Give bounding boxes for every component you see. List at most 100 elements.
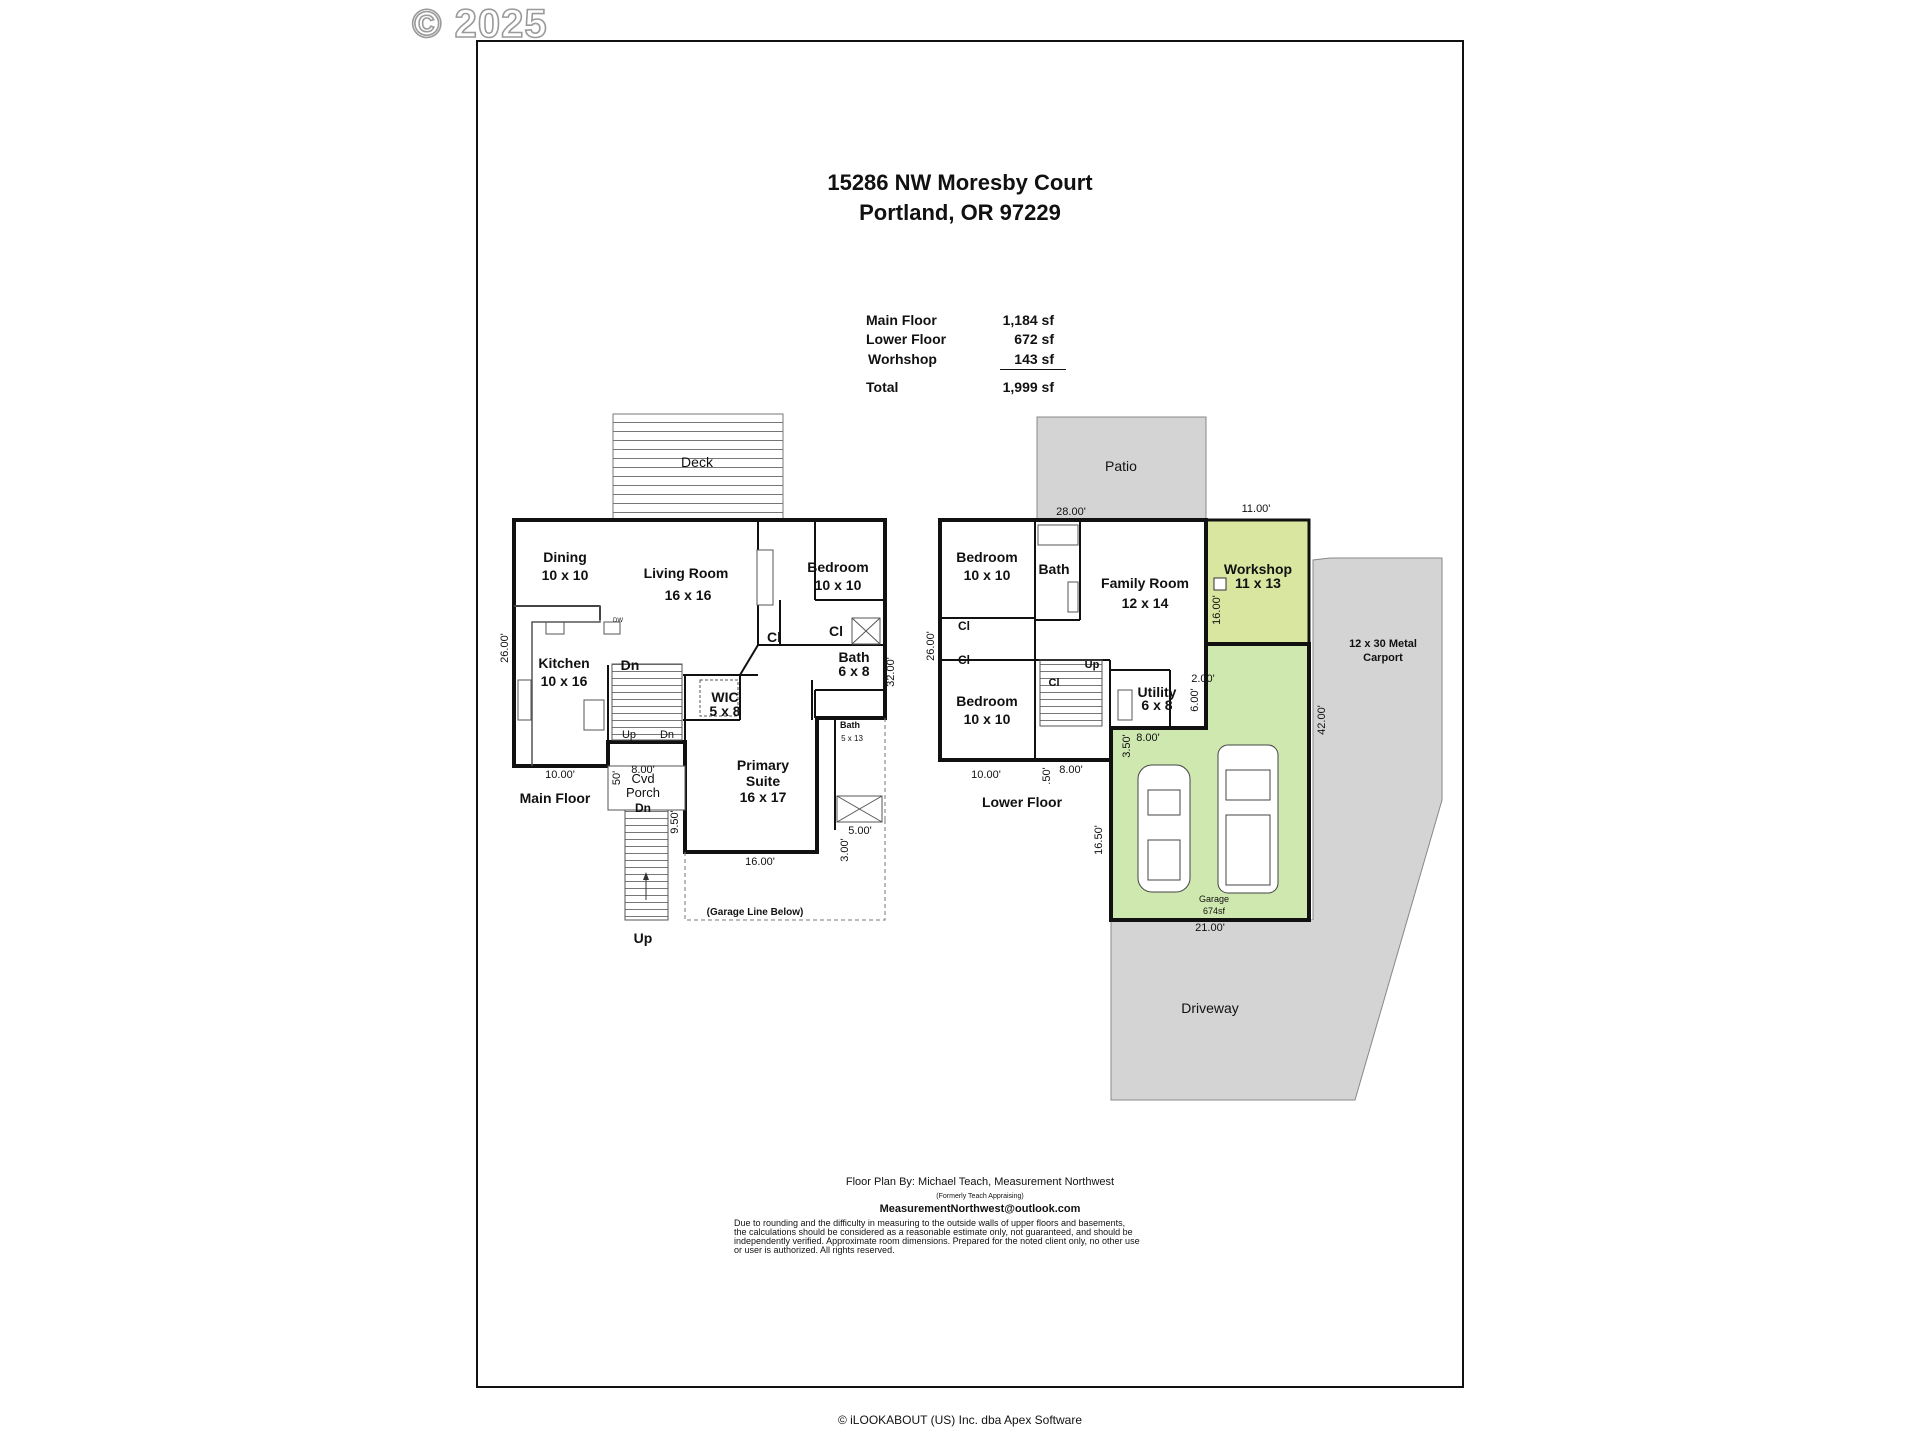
kitchen-size: 10 x 16 (541, 673, 588, 689)
family-room-size: 12 x 14 (1122, 595, 1169, 611)
dim-main-9-5: 9.50' (669, 810, 681, 834)
dim-main-16: 16.00' (745, 856, 775, 868)
carport-label: 12 x 30 Metal (1349, 638, 1417, 650)
address-line-1: 15286 NW Moresby Court (827, 170, 1093, 195)
dim-main-50: 50' (611, 771, 623, 785)
footer-copyright: © iLOOKABOUT (US) Inc. dba Apex Software (837, 1413, 1083, 1427)
dim-lower-16: 16.00' (1211, 595, 1223, 625)
dim-lower-10: 10.00' (971, 769, 1001, 781)
dim-lower-8: 8.00' (1059, 764, 1083, 776)
primary-suite-size: 16 x 17 (740, 789, 787, 805)
main-floor-title: Main Floor (520, 790, 591, 806)
porch-down-label: Dn (635, 801, 651, 815)
bath2-size: 5 x 13 (841, 734, 863, 743)
area-label-lower: Lower Floor (866, 331, 947, 347)
garage-line-label: (Garage Line Below) (707, 907, 804, 918)
area-value-total: 1,999 sf (1002, 379, 1054, 395)
bedroom-size: 10 x 10 (815, 577, 862, 593)
stair-up-label: Up (622, 729, 636, 741)
carport-label-2: Carport (1363, 652, 1403, 664)
deck-label: Deck (681, 454, 714, 470)
dim-main-3: 3.00' (839, 838, 851, 862)
credit-email: MeasurementNorthwest@outlook.com (879, 1203, 1081, 1215)
garage-label: Garage (1199, 894, 1229, 904)
area-label-total: Total (866, 379, 899, 395)
closet-label: Cl (767, 629, 781, 645)
dim-lower-28: 28.00' (1056, 506, 1086, 518)
bath2-label: Bath (840, 720, 860, 730)
area-value-workshop: 143 sf (1014, 351, 1054, 367)
address-line-2: Portland, OR 97229 (859, 200, 1061, 225)
dim-lower-26: 26.00' (925, 631, 937, 661)
lower-closet-2: Cl (958, 653, 970, 667)
bath-size: 6 x 8 (838, 663, 869, 679)
closet-label-2: Cl (829, 623, 843, 639)
stairs-down-label: Dn (621, 657, 640, 673)
driveway-label: Driveway (1181, 1000, 1239, 1016)
main-floor-plan (512, 413, 887, 921)
area-label-workshop: Worhshop (868, 351, 937, 367)
dim-lower-21: 21.00' (1195, 922, 1225, 934)
dim-lower-42: 42.00' (1316, 705, 1328, 735)
dim-lower-11: 11.00' (1242, 503, 1271, 515)
dim-main-8: 8.00' (631, 764, 655, 776)
dim-lower-6: 6.00' (1189, 688, 1201, 712)
steps-up-label: Up (634, 930, 653, 946)
living-room-label: Living Room (644, 565, 729, 581)
wic-size: 5 x 8 (709, 703, 740, 719)
kitchen-label: Kitchen (538, 655, 589, 671)
lower-bedroom-2-size: 10 x 10 (964, 711, 1011, 727)
porch-label: Cvd (631, 771, 654, 786)
bedroom-label: Bedroom (807, 559, 868, 575)
disclaimer-line-2: the calculations should be considered as… (734, 1227, 1133, 1237)
lower-closet-1: Cl (958, 619, 970, 633)
primary-suite-label-2: Suite (746, 773, 780, 789)
lower-bedroom-1-label: Bedroom (956, 549, 1017, 565)
garage-size: 674sf (1203, 906, 1226, 916)
car-1 (1137, 764, 1191, 893)
disclaimer-line-1: Due to rounding and the difficulty in me… (734, 1218, 1126, 1228)
patio-label: Patio (1105, 458, 1137, 474)
credit-by: Floor Plan By: Michael Teach, Measuremen… (845, 1176, 1115, 1188)
lower-bedroom-2-label: Bedroom (956, 693, 1017, 709)
dim-lower-16-5: 16.50' (1093, 825, 1105, 855)
dishwasher-label: DW (613, 618, 623, 624)
dim-main-10: 10.00' (545, 769, 575, 781)
copyright-watermark: © 2025 (411, 1, 548, 47)
dining-size: 10 x 10 (542, 567, 589, 583)
dim-main-5: 5.00' (848, 825, 872, 837)
lower-bedroom-1-size: 10 x 10 (964, 567, 1011, 583)
lower-floor-title: Lower Floor (982, 794, 1063, 810)
car-2 (1217, 744, 1279, 894)
area-label-main: Main Floor (866, 312, 937, 328)
area-value-lower: 672 sf (1014, 331, 1054, 347)
lower-closet-3: Cl (1049, 677, 1060, 689)
total-rule (1000, 369, 1066, 370)
dining-label: Dining (543, 549, 587, 565)
credit-formerly: (Formerly Teach Appraising) (936, 1193, 1024, 1200)
stair-down-label: Dn (660, 729, 674, 741)
disclaimer-line-4: or user is authorized. All rights reserv… (734, 1245, 895, 1255)
lower-bath-label: Bath (1038, 561, 1069, 577)
deck (612, 413, 784, 521)
utility-size: 6 x 8 (1141, 697, 1172, 713)
living-room-size: 16 x 16 (665, 587, 712, 603)
disclaimer-line-3: independently verified. Approximate room… (734, 1236, 1140, 1246)
workshop-size: 11 x 13 (1235, 575, 1281, 591)
family-room-label: Family Room (1101, 575, 1189, 591)
dim-lower-50: .50' (1041, 767, 1053, 784)
primary-suite-label: Primary (737, 757, 789, 773)
workshop-label: Workshop (1224, 561, 1292, 577)
dim-lower-8b: 8.00' (1136, 732, 1160, 744)
porch-label-2: Porch (626, 785, 660, 800)
lower-stairs-up: Up (1085, 659, 1100, 671)
driveway-fill (1111, 920, 1331, 1100)
bath-label: Bath (838, 649, 869, 665)
wic-label: WIC (711, 689, 738, 705)
dim-lower-2: 2.00' (1191, 673, 1215, 685)
dim-lower-3-5: 3.50' (1121, 734, 1133, 758)
area-value-main: 1,184 sf (1002, 312, 1054, 328)
dim-main-26: 26.00' (499, 633, 511, 663)
lower-floor-plan (938, 416, 1443, 1101)
